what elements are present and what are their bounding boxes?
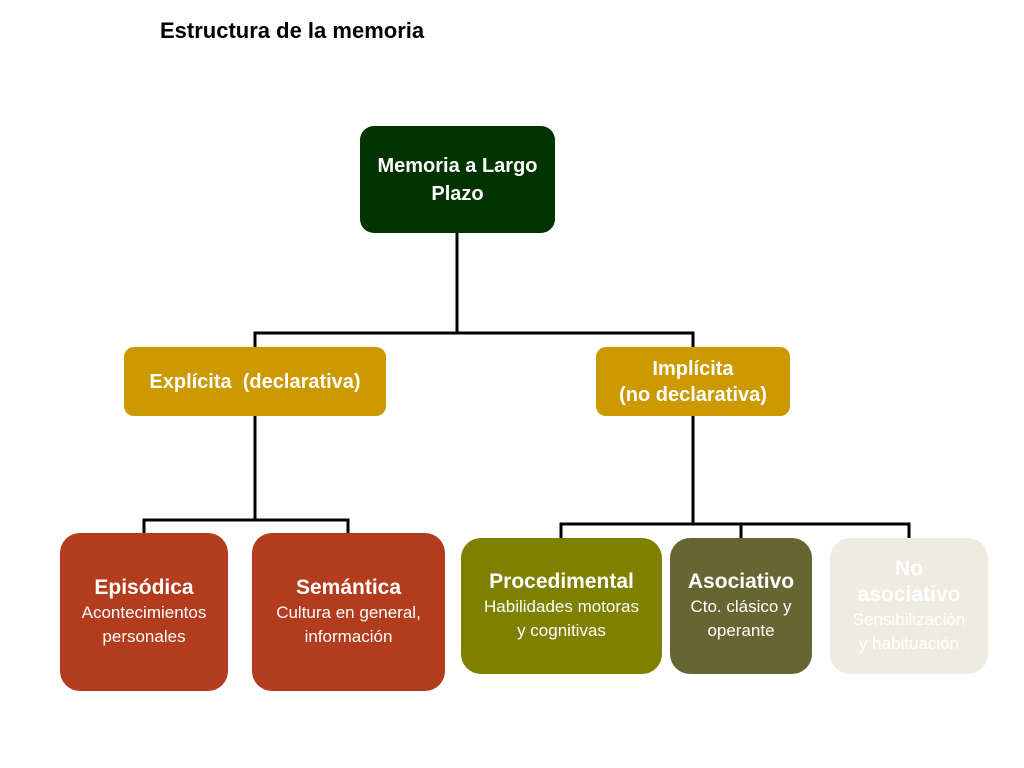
node-asociativo: Asociativo Cto. clásico y operante [670, 538, 812, 674]
node-explicita: Explícita (declarativa) [124, 347, 386, 416]
node-episodica: Episódica Acontecimientos personales [60, 533, 228, 691]
slide-title: Estructura de la memoria [160, 18, 425, 43]
node-nonassoc-title-2: asociativo [857, 583, 961, 606]
node-implicit-line-1: Implícita [652, 357, 734, 380]
node-associative-subtitle-2: operante [707, 621, 775, 640]
node-nonassoc-subtitle-1: Sensibilización [852, 610, 966, 629]
node-episodic-subtitle-2: personales [102, 627, 186, 646]
node-procedural-subtitle-1: Habilidades motoras [484, 597, 639, 616]
node-explicit-label: Explícita (declarativa) [149, 370, 361, 393]
node-implicit-line-2: (no declarativa) [619, 383, 767, 406]
node-root-line-1: Memoria a Largo [377, 154, 538, 177]
node-nonassoc-subtitle-2: y habituación [858, 634, 960, 653]
node-memoria-largo-plazo: Memoria a Largo Plazo [360, 126, 555, 233]
node-procedural-subtitle-2: y cognitivas [517, 621, 606, 640]
node-semantic-title: Semántica [295, 576, 402, 599]
node-semantica: Semántica Cultura en general, informació… [252, 533, 445, 691]
node-semantic-subtitle-1: Cultura en general, [276, 603, 421, 622]
node-associative-subtitle-1: Cto. clásico y [690, 597, 792, 616]
node-root-line-2: Plazo [431, 182, 484, 205]
node-procedural-title: Procedimental [489, 570, 634, 593]
node-associative-title: Asociativo [687, 570, 795, 593]
node-no-asociativo: No asociativo Sensibilización y habituac… [830, 538, 988, 674]
node-episodic-subtitle-1: Acontecimientos [81, 603, 207, 622]
node-procedimental: Procedimental Habilidades motoras y cogn… [461, 538, 662, 674]
node-episodic-title: Episódica [94, 576, 194, 599]
node-nonassoc-title-1: No [895, 557, 923, 580]
node-semantic-subtitle-2: información [304, 627, 393, 646]
node-implicita: Implícita (no declarativa) [596, 347, 790, 416]
